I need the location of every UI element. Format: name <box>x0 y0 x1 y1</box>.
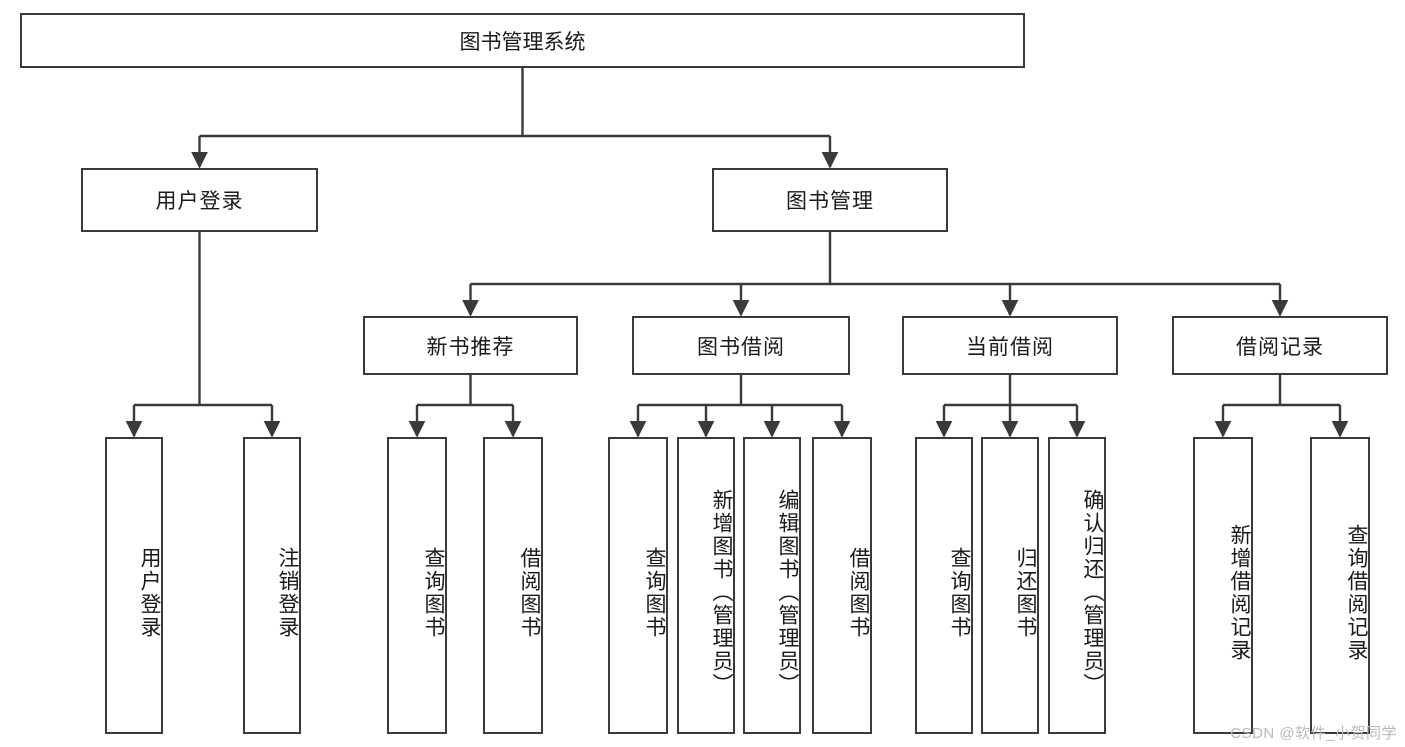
node-label: 用户登录 <box>138 546 161 639</box>
node-l_borrow2: 借阅图书 <box>812 437 872 734</box>
node-l_login: 用户登录 <box>105 437 163 734</box>
node-current: 当前借阅 <box>902 316 1118 375</box>
node-l_query3: 查询图书 <box>915 437 973 734</box>
node-label: 查询借阅记录 <box>1345 523 1368 662</box>
node-newbook: 新书推荐 <box>363 316 578 375</box>
node-l_return: 归还图书 <box>981 437 1039 734</box>
node-root: 图书管理系统 <box>20 13 1025 68</box>
node-l_confirm: 确认归还（管理员） <box>1048 437 1106 734</box>
node-borrow: 图书借阅 <box>632 316 850 375</box>
node-label: 用户登录 <box>155 190 244 213</box>
node-l_edit: 编辑图书（管理员） <box>743 437 801 734</box>
node-label: 借阅图书 <box>847 546 870 639</box>
node-label: 归还图书 <box>1014 546 1037 639</box>
watermark-label: CSDN @软件_小贺同学 <box>1230 725 1397 742</box>
node-l_logout: 注销登录 <box>243 437 301 734</box>
node-label: 查询图书 <box>948 546 971 639</box>
node-label: 新增图书（管理员） <box>710 489 733 696</box>
node-label: 当前借阅 <box>966 335 1054 359</box>
node-label: 图书借阅 <box>697 335 785 359</box>
node-l_queryrec: 查询借阅记录 <box>1310 437 1370 734</box>
node-bookmgmt: 图书管理 <box>712 168 948 232</box>
node-login: 用户登录 <box>81 168 318 232</box>
node-label: 查询图书 <box>422 546 445 639</box>
node-records: 借阅记录 <box>1172 316 1388 375</box>
node-label: 确认归还（管理员） <box>1081 489 1104 696</box>
node-l_addrec: 新增借阅记录 <box>1193 437 1253 734</box>
node-l_query2: 查询图书 <box>608 437 668 734</box>
node-label: 新书推荐 <box>426 335 515 359</box>
node-l_add: 新增图书（管理员） <box>677 437 735 734</box>
node-l_query1: 查询图书 <box>387 437 447 734</box>
node-label: 新增借阅记录 <box>1228 523 1251 662</box>
node-label: 图书管理 <box>786 190 874 213</box>
node-label: 编辑图书（管理员） <box>776 489 799 696</box>
node-label: 查询图书 <box>643 546 666 639</box>
node-label: 注销登录 <box>276 546 299 639</box>
node-label: 借阅图书 <box>518 546 541 639</box>
node-l_borrow1: 借阅图书 <box>483 437 543 734</box>
node-label: 图书管理系统 <box>459 30 586 54</box>
node-label: 借阅记录 <box>1236 335 1324 359</box>
